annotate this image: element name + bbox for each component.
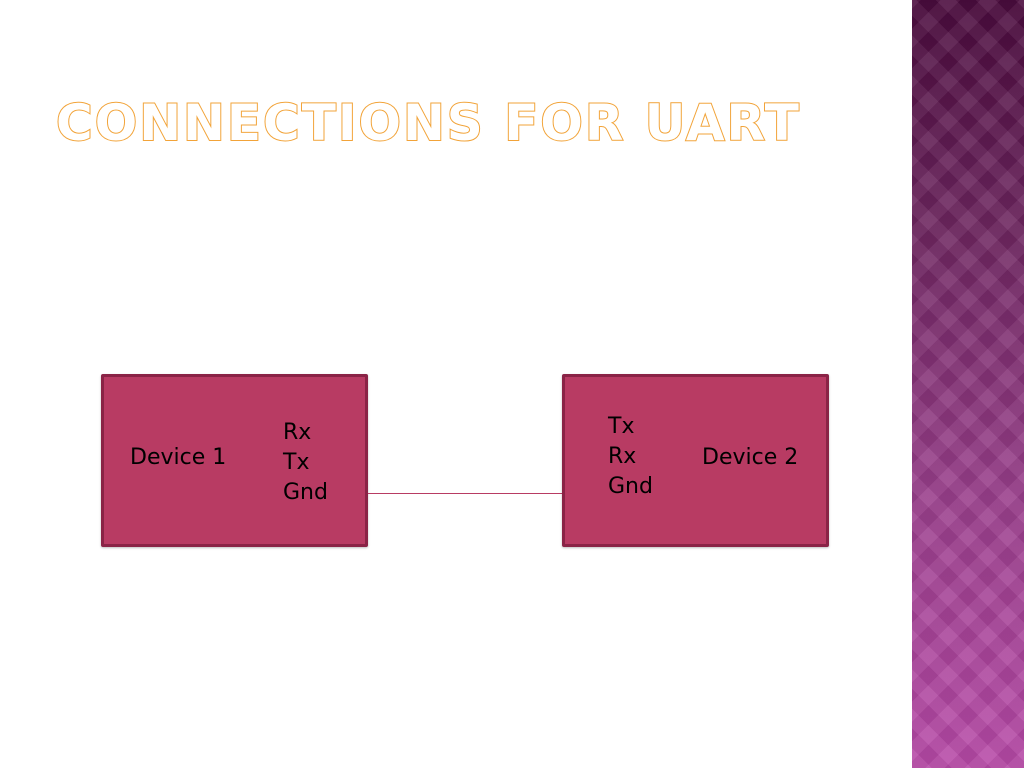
device-1-label: Device 1 xyxy=(130,445,227,470)
connection-line xyxy=(368,493,562,494)
device-1-pin-list: Rx Tx Gnd xyxy=(283,418,328,508)
device-2-pin: Gnd xyxy=(608,474,653,499)
decorative-side-band xyxy=(912,0,1024,768)
device-1-pin: Tx xyxy=(283,450,310,475)
device-2-box: Tx Rx Gnd Device 2 xyxy=(562,374,829,547)
device-2-pin: Tx xyxy=(608,414,635,439)
device-1-pin: Rx xyxy=(283,420,312,445)
device-2-pin-list: Tx Rx Gnd xyxy=(608,412,653,502)
device-1-pin: Gnd xyxy=(283,480,328,505)
device-2-pin: Rx xyxy=(608,444,637,469)
device-2-label: Device 2 xyxy=(702,445,799,470)
device-1-box: Device 1 Rx Tx Gnd xyxy=(101,374,368,547)
slide-title: Connections for UART xyxy=(55,94,801,152)
